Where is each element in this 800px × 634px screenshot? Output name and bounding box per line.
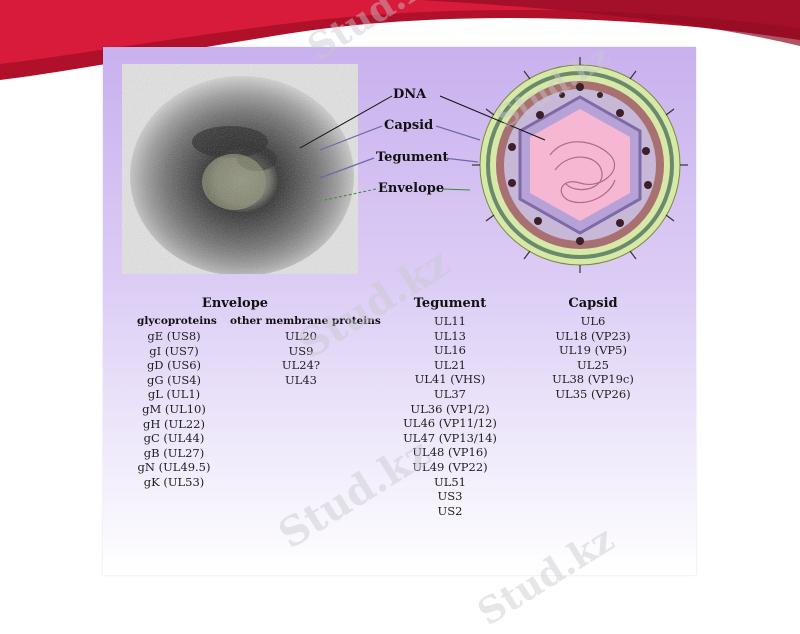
tegument-protein-item: UL13 xyxy=(434,328,466,343)
tegument-protein-item: UL36 (VP1/2) xyxy=(410,401,490,416)
capsid-label: Capsid xyxy=(384,118,434,133)
glycoprotein-item: gD (US6) xyxy=(146,358,202,373)
dna-label: DNA xyxy=(393,87,427,102)
envelope-label: Envelope xyxy=(378,181,445,196)
tegument-protein-item: US2 xyxy=(437,503,463,518)
membrane-protein-item: US9 xyxy=(288,343,314,358)
capsid-protein-item: UL38 (VP19c) xyxy=(552,372,634,387)
tegument-protein-item: UL46 (VP11/12) xyxy=(403,416,497,431)
capsid-column-title: Capsid xyxy=(568,296,618,311)
glycoprotein-item: gC (UL44) xyxy=(143,431,205,446)
tegument-protein-item: UL11 xyxy=(434,314,466,328)
tegument-protein-item: UL16 xyxy=(434,343,466,358)
other-membrane-proteins-header: other membrane proteins xyxy=(230,315,381,327)
glycoprotein-item: gN (UL49.5) xyxy=(137,460,211,475)
glycoprotein-item: gI (US7) xyxy=(149,343,199,358)
electron-micrograph xyxy=(122,64,358,274)
capsid-protein-item: UL18 (VP23) xyxy=(555,328,631,343)
glycoprotein-item: gH (UL22) xyxy=(143,416,205,431)
membrane-protein-item: UL43 xyxy=(285,372,317,387)
header-swoosh xyxy=(0,0,800,80)
glycoprotein-item: gK (UL53) xyxy=(143,474,205,489)
glycoprotein-item: gL (UL1) xyxy=(147,387,201,402)
tegument-protein-item: UL47 (VP13/14) xyxy=(403,430,497,445)
tegument-protein-item: UL49 (VP22) xyxy=(412,459,488,474)
capsid-protein-item: UL6 xyxy=(580,314,606,328)
tegument-column-title: Tegument xyxy=(413,296,487,311)
glycoprotein-item: gE (US8) xyxy=(147,329,201,343)
tegument-protein-item: UL21 xyxy=(434,357,466,372)
glycoprotein-item: gM (UL10) xyxy=(142,401,206,416)
tegument-protein-item: UL48 (VP16) xyxy=(412,445,488,460)
glycoprotein-item: gB (UL27) xyxy=(143,445,205,460)
glycoproteins-header: glycoproteins xyxy=(137,315,217,327)
tegument-protein-item: UL51 xyxy=(434,474,466,489)
glycoprotein-item: gG (US4) xyxy=(146,372,202,387)
capsid-protein-item: UL19 (VP5) xyxy=(559,343,627,358)
glycoprotein-list: gE (US8)gI (US7)gD (US6)gG (US4)gL (UL1)… xyxy=(128,329,220,490)
tegument-label: Tegument xyxy=(376,150,449,165)
membrane-protein-item: UL24? xyxy=(281,358,321,373)
membrane-protein-item: UL20 xyxy=(285,329,317,343)
tegument-protein-item: US3 xyxy=(437,489,463,504)
capsid-protein-item: UL25 xyxy=(577,357,609,372)
capsid-protein-item: UL35 (VP26) xyxy=(555,386,631,401)
envelope-column-title: Envelope xyxy=(201,296,269,311)
tegument-protein-item: UL41 (VHS) xyxy=(414,372,486,387)
tegument-protein-item: UL37 xyxy=(434,386,466,401)
